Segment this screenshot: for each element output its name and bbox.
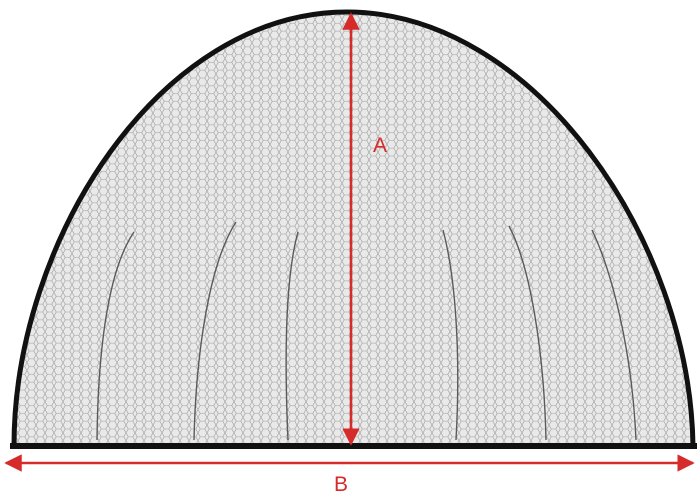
fold-line-6 [591, 229, 637, 441]
fold-line-1 [96, 231, 135, 441]
height-label: A [373, 134, 387, 157]
fold-line-2 [193, 221, 237, 441]
width-label: B [334, 473, 348, 496]
fold-line-4 [442, 229, 459, 441]
fold-line-3 [285, 231, 299, 441]
dome-net-mesh [14, 12, 693, 446]
dome-outline [11, 9, 696, 447]
fold-line-5 [508, 225, 547, 441]
fold-lines [96, 221, 637, 441]
